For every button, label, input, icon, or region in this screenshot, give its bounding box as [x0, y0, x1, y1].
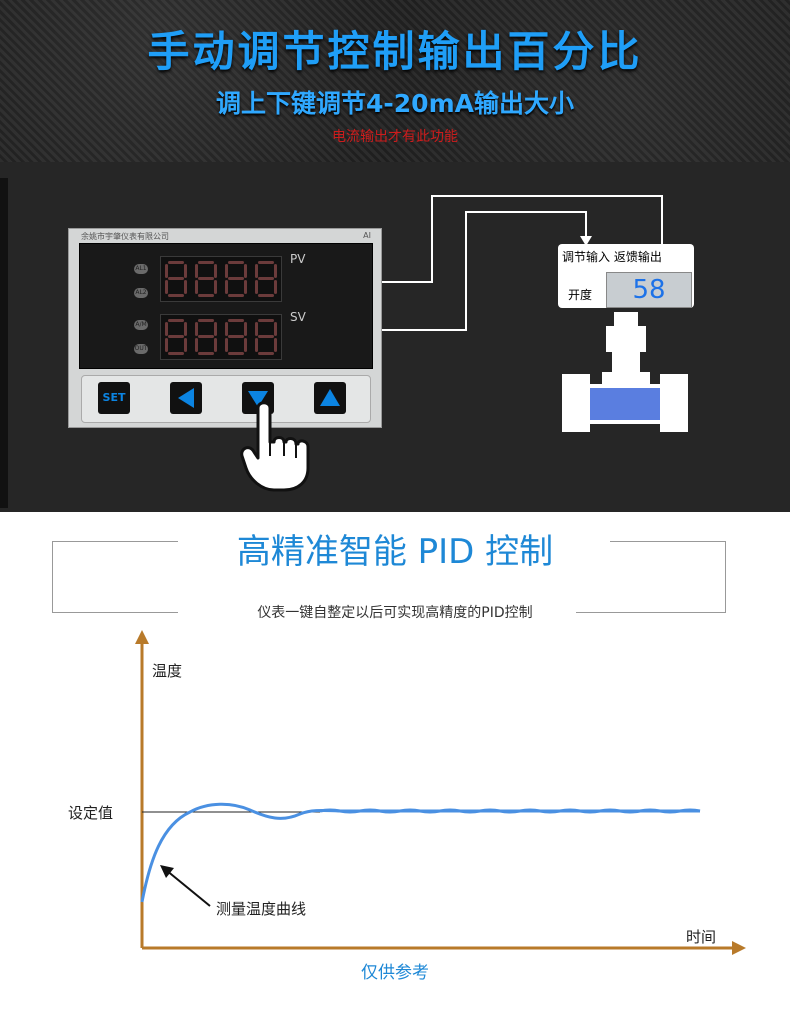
pid-title-wrap: 高精准智能 PID 控制	[0, 524, 790, 573]
steady-state-ripple	[319, 808, 701, 814]
down-arrow-icon	[248, 391, 268, 407]
controller-model: AI	[363, 231, 371, 240]
wiring-lines	[380, 195, 688, 432]
indicator-out: OUT	[134, 344, 148, 354]
banner: 手动调节控制输出百分比 调上下键调节4-20mA输出大小 电流输出才有此功能	[0, 0, 790, 162]
banner-title: 手动调节控制输出百分比	[147, 27, 643, 76]
y-axis-arrow-icon	[135, 630, 149, 644]
pid-subtitle: 仪表一键自整定以后可实现高精度的PID控制	[251, 605, 539, 621]
pv-label: PV	[290, 252, 306, 266]
valve-opening-label: 开度	[568, 288, 593, 302]
x-axis-arrow-icon	[732, 941, 746, 955]
banner-note: 电流输出才有此功能	[332, 129, 458, 145]
curve-pointer-arrow-icon	[160, 865, 174, 878]
setpoint-label: 设定值	[68, 804, 114, 822]
set-button-label: SET	[102, 391, 126, 404]
sv-display	[160, 314, 282, 360]
reference-note: 仅供参考	[361, 963, 429, 983]
up-button[interactable]	[314, 382, 346, 414]
temperature-curve	[140, 802, 700, 903]
curve-pointer	[165, 869, 211, 907]
valve-opening-value: 58	[606, 272, 692, 308]
indicator-am: A/M	[134, 320, 148, 330]
left-strip	[0, 178, 8, 508]
pid-title: 高精准智能 PID 控制	[222, 532, 568, 572]
controller-button-row: SET	[81, 375, 371, 423]
pid-subtitle-wrap: 仪表一键自整定以后可实现高精度的PID控制	[0, 602, 790, 622]
controller-company: 余姚市宇肇仪表有限公司	[81, 232, 169, 241]
controller-display: AL1 AL2 A/M OUT PV SV	[79, 243, 373, 369]
valve-io-label: 调节输入 返馈输出	[562, 250, 662, 264]
banner-subtitle: 调上下键调节4-20mA输出大小	[216, 89, 574, 118]
indicator-al2: AL2	[134, 288, 148, 298]
up-arrow-icon	[320, 389, 340, 406]
temperature-controller: 余姚市宇肇仪表有限公司 AI AL1 AL2 A/M OUT PV SV SET	[68, 228, 382, 428]
indicator-al1: AL1	[134, 264, 148, 274]
curve-label: 测量温度曲线	[216, 900, 307, 918]
valve-actuator-display: 调节输入 返馈输出 开度 58	[558, 244, 694, 308]
x-axis-label: 时间	[686, 928, 717, 946]
set-button[interactable]: SET	[98, 382, 130, 414]
left-arrow-icon	[178, 388, 194, 408]
pv-display	[160, 256, 282, 302]
y-axis-label: 温度	[152, 662, 183, 680]
pointing-hand-icon	[240, 401, 310, 492]
left-button[interactable]	[170, 382, 202, 414]
pid-response-graph	[135, 630, 746, 955]
sv-label: SV	[290, 310, 306, 324]
